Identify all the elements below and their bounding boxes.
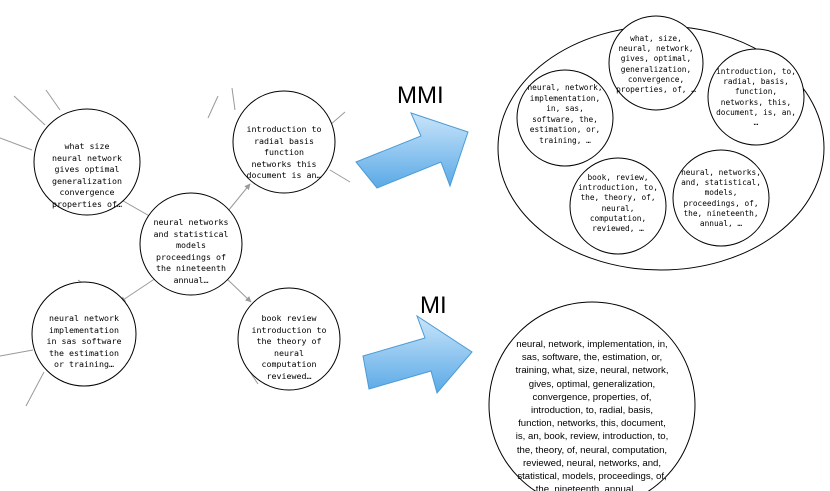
node-bottom-left-text: neural network implementation in sas sof… <box>46 313 122 370</box>
mmi-bubble-bottom-right-text: neural, networks, and, statistical, mode… <box>681 168 761 229</box>
node-center <box>139 192 243 296</box>
mmi-bubble-left-text: neural, network, implementation, in, sas… <box>527 83 603 145</box>
mmi-arrow <box>355 112 469 189</box>
node-bottom-right <box>237 287 341 391</box>
mi-arrow <box>362 314 473 395</box>
node-top-left-text: what size neural network gives optimal g… <box>52 141 122 209</box>
mi-container <box>488 301 696 491</box>
mmi-bubble-top-text: what, size, neural, network, gives, opti… <box>616 34 696 95</box>
graph-nodes <box>31 90 341 391</box>
node-top-right-text: introduction to radial basis function ne… <box>246 124 322 181</box>
node-bottom-right-text: book review introduction to the theory o… <box>251 313 327 381</box>
node-bottom-left <box>31 281 137 387</box>
mmi-label: MMI <box>397 82 444 109</box>
mmi-bubble-right-text: introduction, to, radial, basis, functio… <box>716 67 796 128</box>
mmi-bubble-top <box>608 15 704 111</box>
mmi-bubble-bottom-left-text: book, review, introduction, to, the, the… <box>578 173 658 234</box>
node-center-text: neural networks and statistical models p… <box>153 217 229 285</box>
mmi-bubble-left <box>516 69 614 167</box>
mi-label: MI <box>420 292 447 319</box>
mmi-bubble-bottom-right <box>672 149 770 247</box>
mi-container-text: neural, network, implementation, in, sas… <box>515 339 669 491</box>
mmi-bubble-right <box>707 48 805 146</box>
mmi-bubble-bottom-left <box>569 157 667 255</box>
node-top-left <box>33 108 141 216</box>
node-top-right <box>232 90 336 194</box>
